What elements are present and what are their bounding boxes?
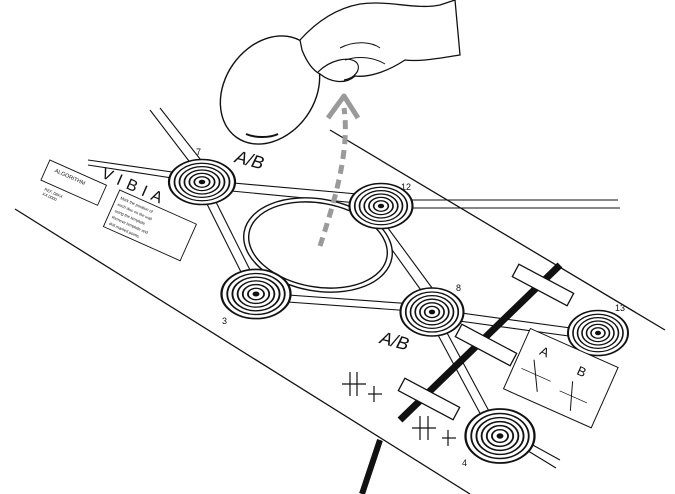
sheet-edge-right (329, 129, 666, 331)
product-label-line-2: XX.0000 (42, 191, 59, 202)
fixing-symbol-icon (342, 372, 456, 446)
sheet-labels: VIBIA ALGORITHM REF. 08XX XX.0000 Mark t… (40, 159, 198, 262)
disc-7 (167, 158, 237, 206)
support-bar (397, 262, 575, 423)
template-sheet (15, 120, 665, 494)
guide-arrow-icon (317, 93, 361, 247)
disc-4 (464, 407, 536, 465)
disc-8 (399, 286, 465, 338)
ab-option-box: A B (502, 327, 619, 429)
sheet-edge-left (14, 208, 471, 494)
node-number-8: 8 (456, 283, 461, 293)
support-bar-lower (359, 439, 383, 494)
node-number-3: 3 (222, 316, 227, 326)
node-number-13: 13 (615, 303, 625, 313)
node-number-4: 4 (462, 458, 467, 468)
spacer-block (511, 263, 575, 307)
disc-3 (220, 268, 292, 320)
instruction-box (102, 189, 198, 262)
hand-icon (219, 0, 461, 145)
node-number-12: 12 (401, 182, 411, 192)
spacer-block (397, 377, 461, 421)
node-number-7: 7 (196, 147, 201, 157)
product-label-box (40, 159, 108, 206)
spacer-block (454, 323, 518, 367)
